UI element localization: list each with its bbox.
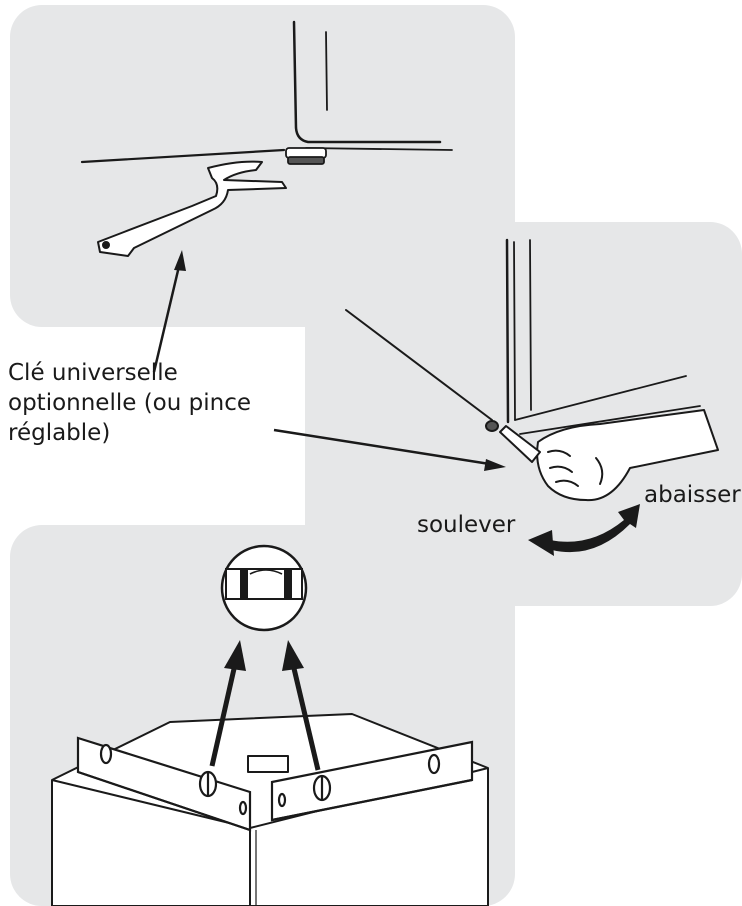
level-arrows: [209, 640, 321, 771]
spirit-level-right-icon: [270, 740, 474, 822]
hand-icon: [485, 409, 719, 502]
spirit-level-left-icon: [76, 736, 252, 832]
appliance-corner-top: [80, 20, 453, 164]
wrench-icon: [97, 160, 287, 257]
wrench-caption-line-2: optionnelle (ou pince: [8, 390, 251, 416]
leveling-foot-icon: [285, 147, 327, 165]
level-bubble-magnifier-icon: [220, 544, 308, 632]
wrench-caption-line-3: réglable): [8, 420, 111, 446]
raise-label: soulever: [417, 512, 516, 538]
wrench-pointer-arrow: [152, 250, 186, 373]
rotate-direction-arrow-icon: [528, 504, 640, 556]
appliance-corner-right: [345, 238, 701, 435]
wrench-caption-line-1: Clé universelle: [8, 360, 178, 386]
wrench-caption: Clé universelle optionnelle (ou pince ré…: [8, 358, 251, 448]
hand-pointer-arrow: [273, 428, 506, 471]
lower-label: abaisser: [644, 482, 741, 508]
